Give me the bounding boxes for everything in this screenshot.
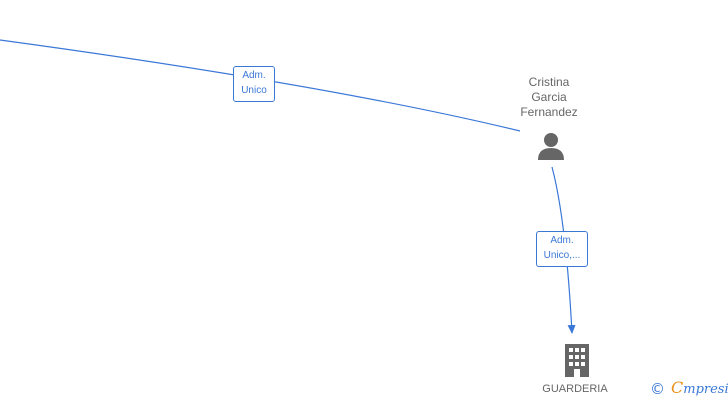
edge-label-line-1: Adm. — [242, 70, 266, 81]
brand-logo-rest: mpresia — [683, 382, 728, 397]
copyright-icon: © — [650, 380, 665, 398]
edge-label-line-2: Unico — [241, 85, 267, 96]
building-icon[interactable] — [562, 342, 592, 378]
person-node-name[interactable]: Cristina Garcia Fernandez — [489, 75, 609, 120]
brand-watermark: © Cmpresia — [650, 378, 728, 400]
edge-line-incoming — [0, 39, 521, 132]
edge-label-line-1: Adm. — [550, 235, 574, 246]
brand-logo: Cmpresia — [671, 379, 728, 399]
person-icon[interactable] — [536, 131, 566, 161]
edge-label-adm-unico-more[interactable]: Adm. Unico,... — [536, 231, 588, 267]
person-name-line-3: Fernandez — [520, 105, 578, 119]
person-name-line-1: Cristina — [528, 75, 570, 89]
brand-logo-initial: C — [671, 378, 684, 397]
company-node-name[interactable]: GUARDERIA — [542, 383, 608, 395]
edge-label-line-2: Unico,... — [543, 250, 581, 261]
edge-label-adm-unico[interactable]: Adm. Unico — [233, 66, 275, 102]
person-name-line-2: Garcia — [531, 90, 567, 104]
